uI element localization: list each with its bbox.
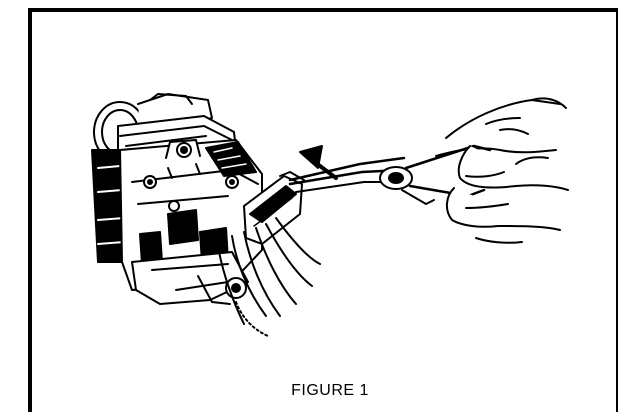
figure-frame (28, 8, 618, 412)
electrical-connector (243, 171, 305, 245)
hand-icon (435, 97, 569, 244)
wire-harness (217, 217, 321, 337)
throttle-body-housing (91, 93, 263, 305)
direction-arrow-icon (299, 145, 338, 180)
needle-nose-pliers-icon (288, 144, 492, 205)
figure-caption: FIGURE 1 (291, 382, 369, 399)
